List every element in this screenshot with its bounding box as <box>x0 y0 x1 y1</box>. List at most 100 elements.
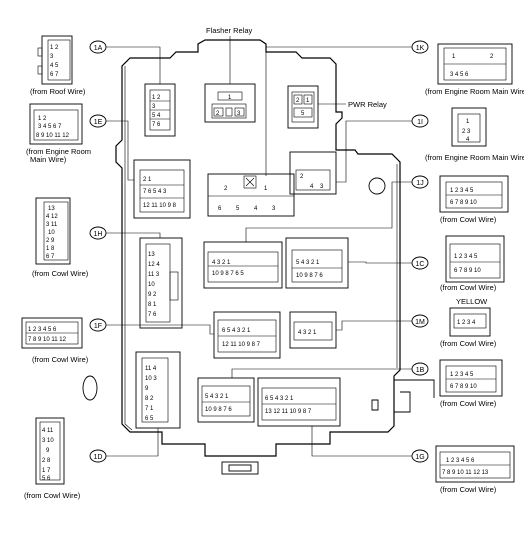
source-1k: (from Engine Room Main Wire) <box>425 87 524 96</box>
svg-text:6 7 8 9 10: 6 7 8 9 10 <box>454 268 481 274</box>
svg-text:2 1: 2 1 <box>143 177 152 183</box>
external-connector-1e: 1 2 3 4 5 6 7 8 9 10 11 12 (from Engine … <box>26 103 91 164</box>
svg-text:3 4 5 6 7: 3 4 5 6 7 <box>38 124 62 130</box>
svg-text:1K: 1K <box>416 45 425 52</box>
svg-text:6 7: 6 7 <box>50 72 59 78</box>
svg-text:10 9 8 7 6 5: 10 9 8 7 6 5 <box>212 271 244 277</box>
svg-text:10 9 8 7 6: 10 9 8 7 6 <box>296 273 323 279</box>
svg-text:3: 3 <box>152 104 156 110</box>
svg-text:6 7: 6 7 <box>46 254 55 260</box>
callout-1j: 1J <box>411 175 429 189</box>
svg-text:4 3 2 1: 4 3 2 1 <box>212 260 231 266</box>
svg-text:3: 3 <box>237 111 241 117</box>
leader-lines <box>106 46 412 457</box>
mounting-hole-left <box>82 375 98 401</box>
callout-1b: 1B <box>411 362 429 376</box>
internal-connector-1d: 11 4 10 3 9 8 2 7 1 6 5 <box>135 351 181 429</box>
source-1g: (from Cowl Wire) <box>440 485 497 494</box>
svg-text:13: 13 <box>48 206 55 212</box>
svg-text:1 2: 1 2 <box>152 95 161 101</box>
svg-text:10: 10 <box>148 282 155 288</box>
svg-text:1 8: 1 8 <box>46 246 55 252</box>
svg-text:7 6: 7 6 <box>148 312 157 318</box>
svg-text:6 5 4 3 2 1: 6 5 4 3 2 1 <box>265 396 294 402</box>
callout-1k: 1K <box>411 40 429 54</box>
svg-text:1 2 3 4 5: 1 2 3 4 5 <box>450 188 474 194</box>
svg-text:1D: 1D <box>94 454 103 461</box>
external-connector-1h: 13 4 12 3 11 10 2 9 1 8 6 7 (from Cowl W… <box>32 197 89 278</box>
svg-text:12 11 10 9 8 7: 12 11 10 9 8 7 <box>222 342 261 348</box>
source-1d: (from Cowl Wire) <box>24 491 81 500</box>
source-1e-line2: Main Wire) <box>30 155 67 164</box>
svg-text:11 3: 11 3 <box>148 272 160 278</box>
svg-text:1I: 1I <box>417 119 423 126</box>
svg-text:12 4: 12 4 <box>148 262 160 268</box>
svg-text:2: 2 <box>224 186 228 192</box>
internal-connector-1k: 2 1 6 5 4 3 <box>207 173 295 217</box>
svg-text:13 12 11 10 9 8 7: 13 12 11 10 9 8 7 <box>265 409 312 415</box>
svg-text:11 4: 11 4 <box>145 366 157 372</box>
svg-text:1 2: 1 2 <box>38 116 47 122</box>
svg-text:6 7 8 9 10: 6 7 8 9 10 <box>450 384 477 390</box>
svg-text:6: 6 <box>218 206 222 212</box>
svg-text:2: 2 <box>216 111 220 117</box>
svg-text:3 10: 3 10 <box>42 438 54 444</box>
external-connector-1d: 4 11 3 10 9 2 8 1 7 5 6 (from Cowl Wire) <box>24 417 81 500</box>
svg-text:2 8: 2 8 <box>42 458 51 464</box>
source-1f: (from Cowl Wire) <box>32 355 89 364</box>
internal-connector-1a: 1 2 3 5 4 7 6 <box>144 83 176 137</box>
svg-text:1G: 1G <box>415 454 424 461</box>
pwr-relay: PWR Relay 2 1 5 <box>287 85 387 129</box>
callout-1h: 1H <box>89 226 107 240</box>
callout-1f: 1F <box>89 318 107 332</box>
svg-text:13: 13 <box>148 252 155 258</box>
source-1c: (from Cowl Wire) <box>440 283 497 292</box>
svg-text:1A: 1A <box>94 45 103 52</box>
callout-1e: 1E <box>89 114 107 128</box>
external-connector-1k: 1 2 3 4 5 6 (from Engine Room Main Wire) <box>425 43 524 96</box>
external-connector-1g: 1 2 3 4 5 6 7 8 9 10 11 12 13 (from Cowl… <box>435 445 515 494</box>
internal-connector-1g: 6 5 4 3 2 1 13 12 11 10 9 8 7 <box>257 377 341 427</box>
external-connector-1b: 1 2 3 4 5 6 7 8 9 10 (from Cowl Wire) <box>439 359 503 408</box>
svg-text:5: 5 <box>236 206 240 212</box>
callout-1d: 1D <box>89 449 107 463</box>
callout-1i: 1I <box>411 114 429 128</box>
svg-text:4: 4 <box>310 184 314 190</box>
svg-text:1E: 1E <box>94 119 103 126</box>
external-connector-1m: YELLOW 1 2 3 4 (from Cowl Wire) <box>440 297 497 348</box>
internal-connector-1e: 2 1 7 6 5 4 3 12 11 10 9 8 <box>133 159 191 219</box>
svg-text:10 3: 10 3 <box>145 376 157 382</box>
internal-connector-1c: 4 3 2 1 10 9 8 7 6 5 <box>203 241 283 289</box>
svg-text:1M: 1M <box>415 319 425 326</box>
svg-text:1: 1 <box>228 95 232 101</box>
pwr-relay-label: PWR Relay <box>348 100 387 109</box>
svg-text:1 2 3 4 5: 1 2 3 4 5 <box>454 254 478 260</box>
svg-text:2 3: 2 3 <box>462 129 471 135</box>
svg-text:6 5 4 3 2 1: 6 5 4 3 2 1 <box>222 328 251 334</box>
internal-connector-1b: 5 4 3 2 1 10 9 8 7 6 <box>197 377 255 423</box>
external-connector-1f: 1 2 3 4 5 6 7 8 9 10 11 12 (from Cowl Wi… <box>21 317 89 364</box>
svg-text:6 5: 6 5 <box>145 416 154 422</box>
svg-text:5 4: 5 4 <box>152 113 161 119</box>
callout-1g: 1G <box>411 449 429 463</box>
svg-text:1B: 1B <box>416 367 425 374</box>
svg-text:1C: 1C <box>416 261 425 268</box>
internal-connector-1f: 6 5 4 3 2 1 12 11 10 9 8 7 <box>213 311 281 359</box>
svg-text:7 6 5 4 3: 7 6 5 4 3 <box>143 189 167 195</box>
svg-text:2: 2 <box>490 54 494 60</box>
svg-text:1H: 1H <box>94 231 103 238</box>
svg-text:3 11: 3 11 <box>46 222 58 228</box>
svg-text:1: 1 <box>452 54 456 60</box>
svg-text:1 7: 1 7 <box>42 468 51 474</box>
source-1i: (from Engine Room Main Wire) <box>425 153 524 162</box>
svg-text:2: 2 <box>300 174 304 180</box>
flasher-relay-label: Flasher Relay <box>206 26 253 35</box>
internal-connector-1j: 4 3 2 1 <box>289 311 337 349</box>
callout-1c: 1C <box>411 256 429 270</box>
svg-text:9 2: 9 2 <box>148 292 157 298</box>
source-1j: (from Cowl Wire) <box>440 215 497 224</box>
callout-1m: 1M <box>411 314 429 328</box>
internal-connector-1m: 5 4 3 2 1 10 9 8 7 6 <box>285 237 349 289</box>
